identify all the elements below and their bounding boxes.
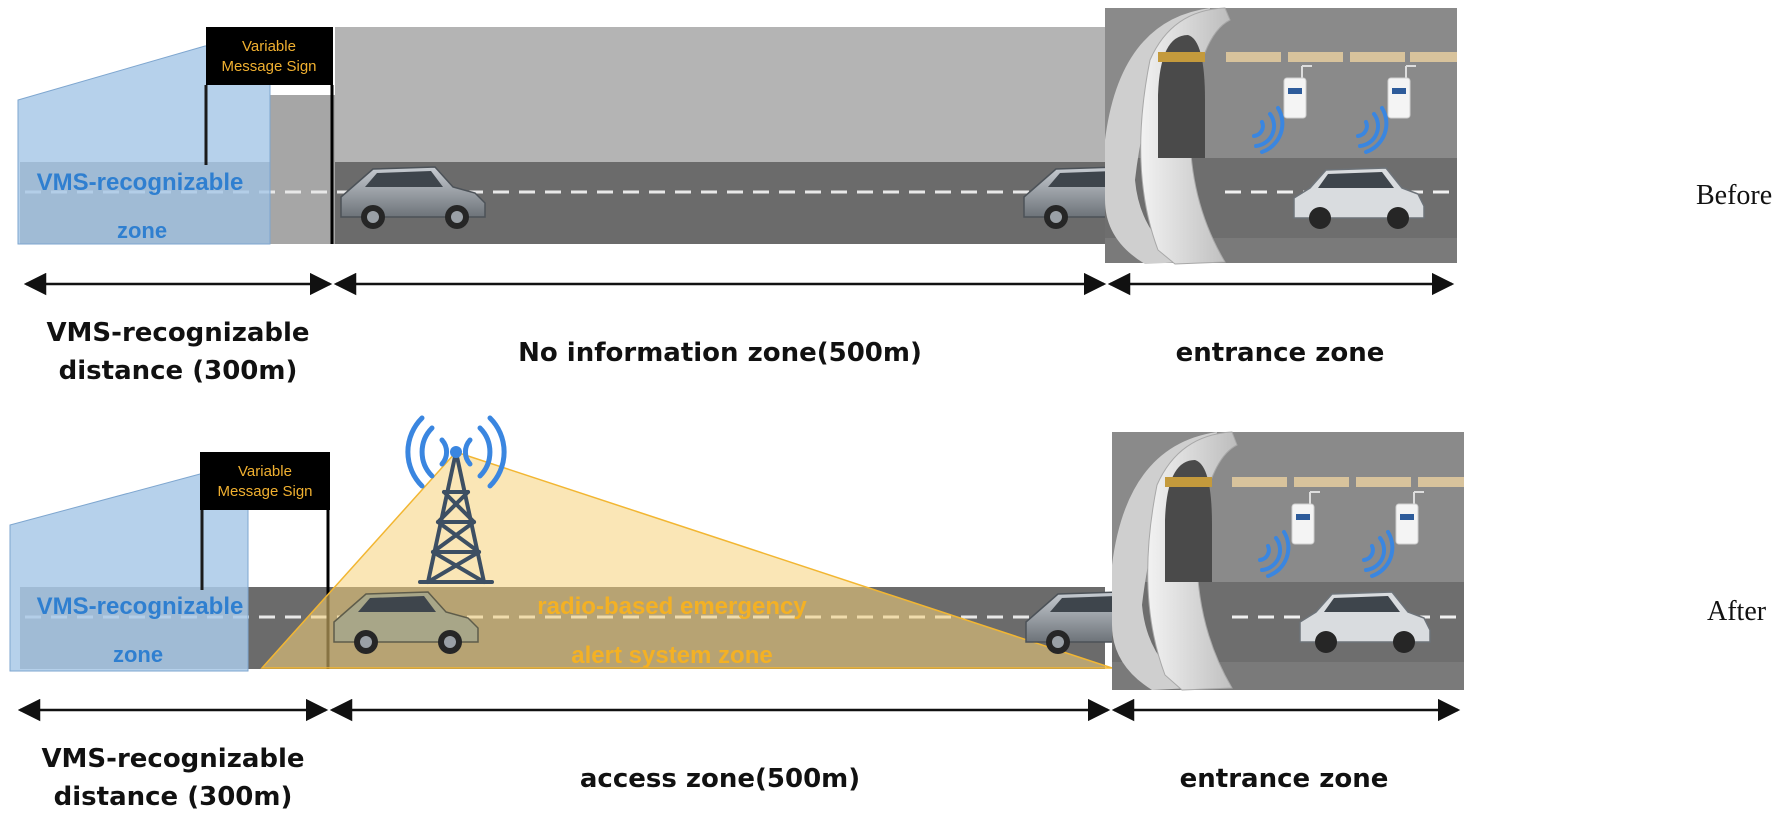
tunnel-entrance xyxy=(1112,431,1464,691)
tunnel-light xyxy=(1410,52,1457,62)
tunnel-portal xyxy=(1112,432,1217,690)
tunnel-light xyxy=(1288,52,1343,62)
radio-zone-label-line1: radio-based emergency xyxy=(537,593,807,620)
radio-transceiver-icon xyxy=(1291,491,1320,545)
middle-zone-label: access zone(500m) xyxy=(580,764,860,794)
signal-waves-icon xyxy=(1252,106,1389,154)
variable-message-sign xyxy=(200,452,330,510)
radio-coverage-zone xyxy=(260,451,1113,669)
sign-text-line1: Variable xyxy=(238,463,292,480)
road-shoulder xyxy=(270,95,335,244)
sign-text-line2: Message Sign xyxy=(217,483,312,500)
signal-waves-icon xyxy=(1258,530,1395,578)
car-icon xyxy=(333,591,479,654)
before-panel: VMS-recognizable zone Variable Message S… xyxy=(17,7,1457,386)
sign-text-line1: Variable xyxy=(242,38,296,55)
vms-zone-label-line1: VMS-recognizable xyxy=(37,169,244,196)
vms-distance-label-line1: VMS-recognizable xyxy=(46,318,309,348)
vms-zone-label-line2: zone xyxy=(113,642,163,667)
radio-transceiver-icon xyxy=(1283,65,1312,119)
radio-zone-label-line2: alert system zone xyxy=(571,642,772,669)
car-icon xyxy=(1293,167,1425,229)
radio-tower-icon xyxy=(418,450,494,584)
tunnel-light xyxy=(1350,52,1405,62)
after-panel: VMS-recognizable zone Variable Message S… xyxy=(9,415,1464,812)
vms-distance-label-line1: VMS-recognizable xyxy=(41,744,304,774)
vms-zone-area xyxy=(9,469,249,672)
tunnel-light xyxy=(1418,477,1464,487)
entrance-zone-label: entrance zone xyxy=(1176,338,1385,368)
tunnel-light xyxy=(1232,477,1287,487)
entrance-zone-label: entrance zone xyxy=(1180,764,1389,794)
radio-transceiver-icon xyxy=(1395,491,1424,545)
middle-zone-label: No information zone(500m) xyxy=(518,338,922,368)
variable-message-sign xyxy=(206,27,333,85)
tunnel-light xyxy=(1226,52,1281,62)
vms-zone-label-line1: VMS-recognizable xyxy=(37,593,244,620)
vms-zone-label-line2: zone xyxy=(117,218,167,243)
tunnel-light xyxy=(1356,477,1411,487)
sky-band xyxy=(335,27,1105,162)
tunnel-portal xyxy=(1105,8,1210,264)
tunnel-light xyxy=(1294,477,1349,487)
before-label: Before xyxy=(1696,180,1773,211)
car-icon xyxy=(340,166,486,229)
radio-transceiver-icon xyxy=(1387,65,1416,119)
antenna-tip xyxy=(450,446,462,458)
car-icon xyxy=(1299,591,1431,653)
signal-waves-icon xyxy=(405,415,507,489)
vms-distance-label-line2: distance (300m) xyxy=(54,782,293,812)
sign-text-line2: Message Sign xyxy=(221,58,316,75)
after-label: After xyxy=(1707,596,1767,627)
vms-distance-label-line2: distance (300m) xyxy=(59,356,298,386)
